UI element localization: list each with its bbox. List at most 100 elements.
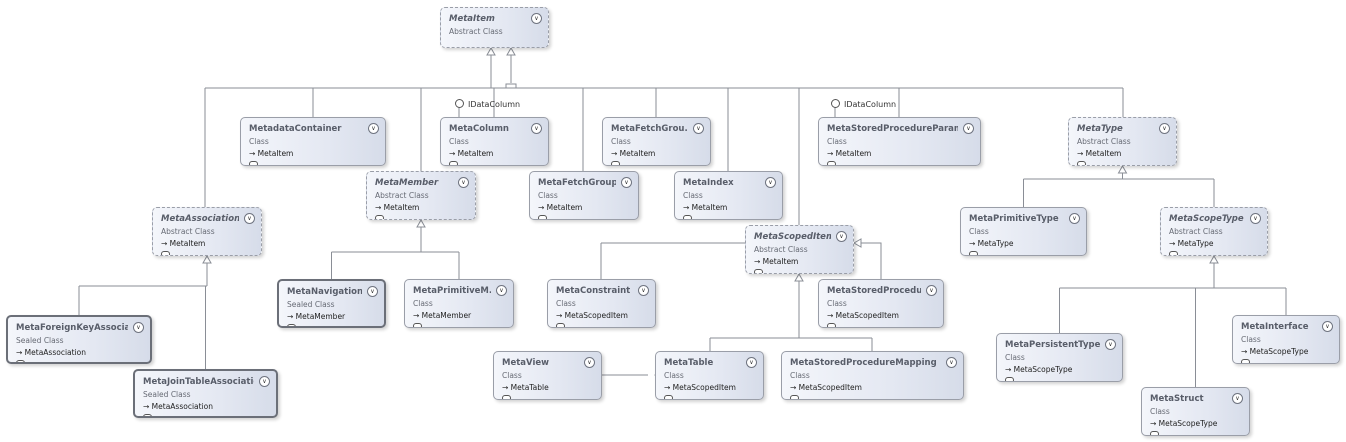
chevron-double-down-icon[interactable]: ∨ [368,123,379,134]
collapse-pill-icon[interactable] [683,215,692,219]
collapse-pill-icon[interactable] [827,323,836,327]
class-name: MetaTable [664,358,714,368]
chevron-double-down-icon[interactable]: ∨ [584,357,595,368]
class-shape-metastoredprocedureparameter[interactable]: MetaStoredProcedureParam...Class→ MetaIt… [818,117,981,166]
inheritance-arrow-icon [1209,254,1219,264]
collapse-pill-icon[interactable] [664,395,673,399]
collapse-pill-icon[interactable] [143,414,152,416]
class-name: MetaView [502,358,549,368]
collapse-pill-icon[interactable] [1241,359,1250,363]
chevron-double-down-icon[interactable]: ∨ [1159,123,1170,134]
chevron-double-down-icon[interactable]: ∨ [1232,393,1243,404]
class-shape-metaprimitivemember[interactable]: MetaPrimitiveM...Class→ MetaMember∨ [404,279,514,328]
inheritance-arrow-icon [202,254,212,264]
class-shape-metanavigationmember[interactable]: MetaNavigation...Sealed Class→ MetaMembe… [277,279,386,328]
collapse-pill-icon[interactable] [556,323,565,327]
collapse-pill-icon[interactable] [161,251,170,255]
chevron-double-down-icon[interactable]: ∨ [621,177,632,188]
inheritance-arrow-icon [852,238,862,248]
class-base: → MetaItem [754,257,799,266]
collapse-pill-icon[interactable] [790,395,799,399]
collapse-pill-icon[interactable] [449,161,458,165]
class-shape-metaforeignkeyassociation[interactable]: MetaForeignKeyAssocia...Sealed Class→ Me… [6,315,152,364]
collapse-pill-icon[interactable] [502,395,511,399]
class-base: → MetaType [969,239,1014,248]
chevron-double-down-icon[interactable]: ∨ [693,123,704,134]
collapse-pill-icon[interactable] [1077,161,1086,165]
chevron-double-down-icon[interactable]: ∨ [259,376,270,387]
class-name: MetaPrimitiveM... [413,286,491,296]
collapse-pill-icon[interactable] [413,323,422,327]
chevron-double-down-icon[interactable]: ∨ [496,285,507,296]
collapse-pill-icon[interactable] [754,269,763,273]
chevron-double-down-icon[interactable]: ∨ [244,213,255,224]
class-name: MetaMember [375,178,439,188]
class-name: MetaPrimitiveType [969,214,1059,224]
chevron-double-down-icon[interactable]: ∨ [746,357,757,368]
class-base: → MetaItem [375,203,420,212]
class-shape-metastoredprocedure[interactable]: MetaStoredProcedureClass→ MetaScopedItem… [818,279,944,328]
class-base: → MetaItem [538,203,583,212]
class-kind: Abstract Class [1169,227,1223,236]
chevron-double-down-icon[interactable]: ∨ [531,13,542,24]
class-base: → MetaScopeType [1150,419,1218,428]
chevron-double-down-icon[interactable]: ∨ [1322,321,1333,332]
chevron-double-down-icon[interactable]: ∨ [963,123,974,134]
class-kind: Sealed Class [287,300,335,309]
chevron-double-down-icon[interactable]: ∨ [946,357,957,368]
class-base: → MetaTable [502,383,549,392]
class-kind: Class [664,371,684,380]
collapse-pill-icon[interactable] [1150,431,1159,435]
chevron-double-down-icon[interactable]: ∨ [458,177,469,188]
class-kind: Class [556,299,576,308]
collapse-pill-icon[interactable] [1005,377,1014,381]
chevron-double-down-icon[interactable]: ∨ [765,177,776,188]
collapse-pill-icon[interactable] [611,161,620,165]
chevron-double-down-icon[interactable]: ∨ [531,123,542,134]
class-kind: Abstract Class [375,191,429,200]
collapse-pill-icon[interactable] [1169,251,1178,255]
chevron-double-down-icon[interactable]: ∨ [836,231,847,242]
class-kind: Class [538,191,558,200]
class-kind: Class [683,191,703,200]
collapse-pill-icon[interactable] [16,360,25,362]
class-name: MetaScopeType [1169,214,1244,224]
collapse-pill-icon[interactable] [969,251,978,255]
chevron-double-down-icon[interactable]: ∨ [926,285,937,296]
chevron-double-down-icon[interactable]: ∨ [133,322,144,333]
collapse-pill-icon[interactable] [375,215,384,219]
chevron-double-down-icon[interactable]: ∨ [1069,213,1080,224]
collapse-pill-icon[interactable] [827,161,836,165]
chevron-double-down-icon[interactable]: ∨ [1250,213,1261,224]
class-base: → MetaAssociation [16,348,86,357]
collapse-pill-icon[interactable] [287,324,296,326]
collapse-pill-icon[interactable] [538,215,547,219]
class-base: → MetaScopeType [1241,347,1309,356]
class-shape-metafetchgroupitem[interactable]: MetaFetchGrou...Class→ MetaItem∨ [602,117,711,166]
class-base: → MetaMember [287,312,346,321]
chevron-double-down-icon[interactable]: ∨ [1105,339,1116,350]
chevron-double-down-icon[interactable]: ∨ [367,286,378,297]
chevron-double-down-icon[interactable]: ∨ [638,285,649,296]
collapse-pill-icon[interactable] [249,161,258,165]
inheritance-arrow-icon [506,46,516,56]
